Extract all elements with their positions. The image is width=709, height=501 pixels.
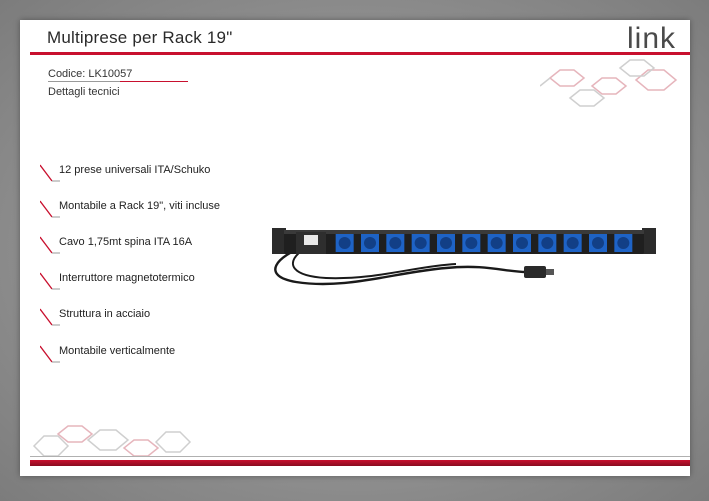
socket-hole-icon — [617, 237, 630, 249]
feature-item: Montabile a Rack 19", viti incluse — [40, 199, 280, 219]
slide: Multiprese per Rack 19" link Codice: LK1… — [20, 20, 690, 476]
product-code: Codice: LK10057 — [48, 68, 133, 80]
slash-bullet-icon — [40, 200, 60, 218]
feature-item: Interruttore magnetotermico — [40, 271, 280, 291]
socket-hole-icon — [440, 237, 452, 249]
socket-hole-icon — [592, 237, 604, 249]
power-strip-image — [272, 228, 656, 286]
socket-hole-icon — [516, 237, 528, 249]
socket-hole-icon — [566, 237, 579, 249]
footer-thin-rule — [30, 456, 690, 457]
feature-item: Struttura in acciaio — [40, 307, 280, 327]
header-rule — [30, 52, 690, 55]
code-underline — [48, 81, 188, 82]
feature-label: 12 prese universali ITA/Schuko — [59, 164, 211, 176]
footer-band — [30, 460, 690, 466]
slide-title: Multiprese per Rack 19" — [47, 28, 233, 47]
feature-label: Interruttore magnetotermico — [59, 272, 195, 284]
slash-bullet-icon — [40, 308, 60, 326]
feature-item: 12 prese universali ITA/Schuko — [40, 163, 280, 183]
socket-hole-icon — [465, 237, 478, 249]
slash-bullet-icon — [40, 164, 60, 182]
feature-label: Montabile verticalmente — [59, 345, 176, 357]
feature-label: Struttura in acciaio — [59, 308, 151, 320]
socket-hole-icon — [389, 237, 402, 249]
technical-details-label: Dettagli tecnici — [48, 86, 120, 98]
socket-hole-icon — [541, 237, 554, 249]
feature-label: Cavo 1,75mt spina ITA 16A — [59, 236, 193, 248]
feature-item: Cavo 1,75mt spina ITA 16A — [40, 235, 280, 255]
socket-hole-icon — [414, 237, 427, 249]
hexagon-decoration-icon — [540, 59, 678, 107]
brand-logo: link — [626, 22, 676, 55]
feature-item: Montabile verticalmente — [40, 344, 280, 364]
feature-label: Montabile a Rack 19", viti incluse — [59, 200, 221, 212]
socket-hole-icon — [364, 237, 376, 249]
slash-bullet-icon — [40, 272, 60, 290]
hexagon-decoration-icon — [32, 425, 192, 457]
code-underline-accent — [120, 81, 188, 82]
slash-bullet-icon — [40, 345, 60, 363]
socket-hole-icon — [338, 237, 351, 249]
socket-hole-icon — [490, 237, 503, 249]
slash-bullet-icon — [40, 236, 60, 254]
